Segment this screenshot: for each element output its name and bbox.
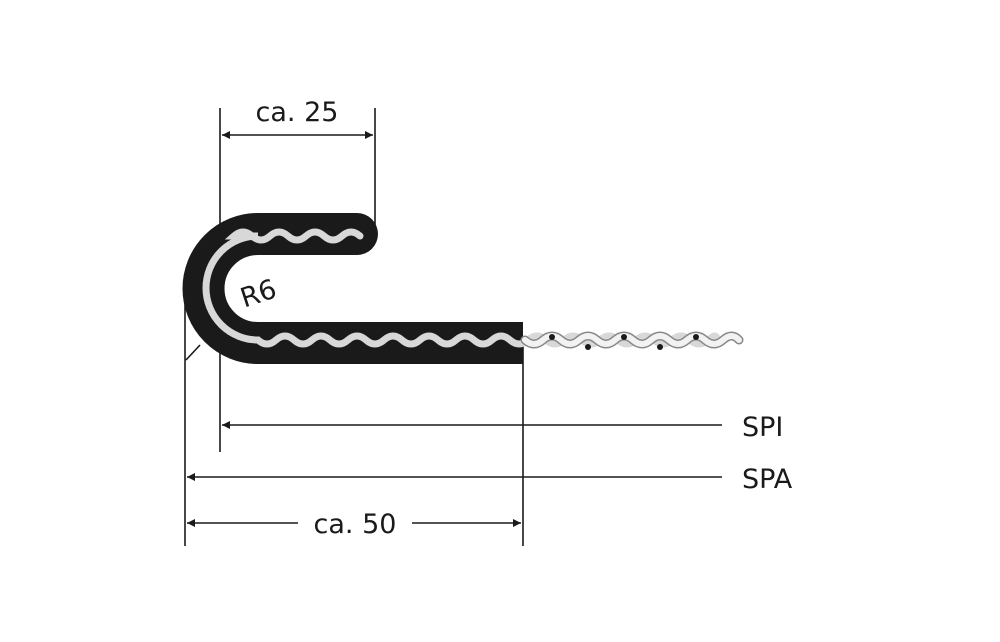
spi-label: SPI [742, 412, 783, 443]
radius-label: R6 [237, 274, 281, 315]
dim-bottom-label: ca. 50 [314, 509, 397, 540]
edge-profile [182, 213, 744, 364]
wire-dots [549, 334, 699, 350]
dim-top-label: ca. 25 [256, 97, 339, 128]
spa-label: SPA [742, 464, 793, 495]
